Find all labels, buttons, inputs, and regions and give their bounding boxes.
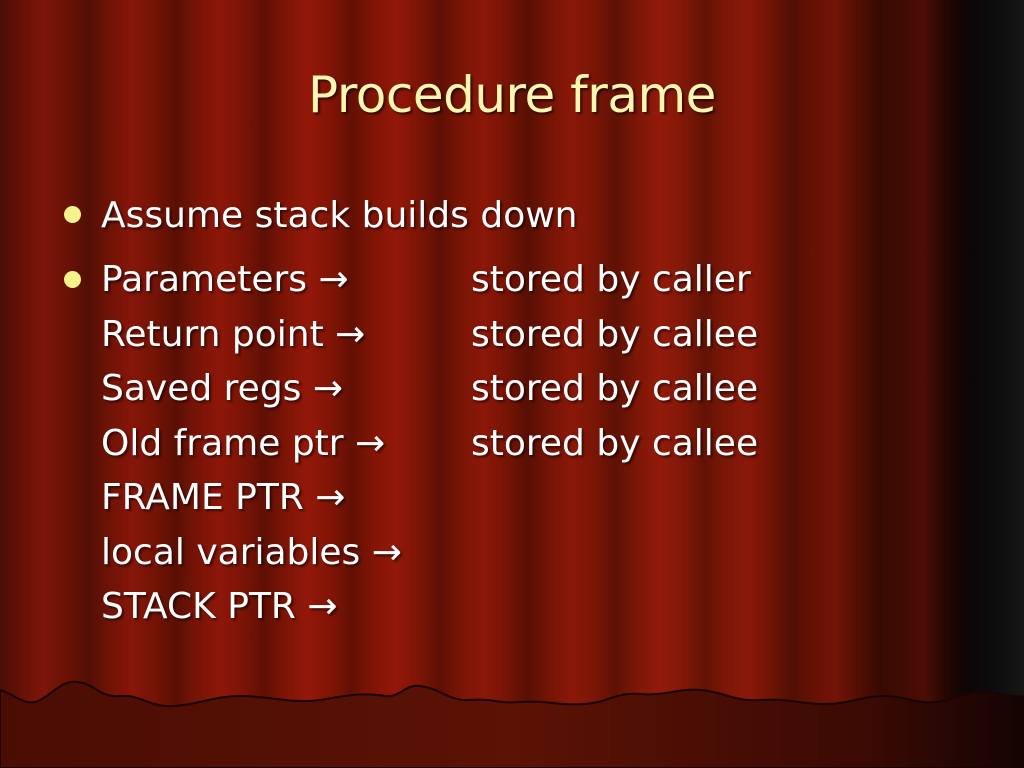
frame-line-storer: stored by callee [471,368,759,409]
bullet-text: Assume stack builds down [101,195,578,236]
frame-line-label: FRAME PTR → [101,477,346,518]
curtain-valance [0,680,1024,768]
frame-line-storer: stored by callee [471,313,759,355]
frame-line: FRAME PTR → [101,472,964,527]
frame-line: local variables → [101,527,964,582]
frame-line-label: local variables → [101,531,402,573]
bullet-dot-icon [64,206,81,223]
curtain-shadow [954,0,1024,768]
frame-line-label: Old frame ptr → [101,422,386,464]
frame-line-storer: stored by caller [471,259,751,300]
frame-line-storer: stored by callee [471,422,759,464]
frame-line: Saved regs → stored by callee [101,363,964,418]
frame-line: Return point → stored by callee [101,309,964,364]
frame-line-label: Saved regs → [101,368,344,409]
slide-body: Assume stack builds down Parameters → st… [64,190,964,627]
frame-line-label: Parameters → [101,259,349,300]
frame-line: Old frame ptr → stored by callee [101,418,964,473]
bullet-dot-icon [64,271,81,288]
frame-line: Parameters → stored by caller [101,254,964,309]
bullet-item: Assume stack builds down [64,190,964,244]
bullet-item: Parameters → stored by caller Return poi… [64,254,964,636]
frame-line-label: STACK PTR → [101,586,338,627]
slide-title: Procedure frame [308,66,716,124]
frame-line-label: Return point → [101,313,366,355]
frame-line: STACK PTR → [101,581,964,636]
